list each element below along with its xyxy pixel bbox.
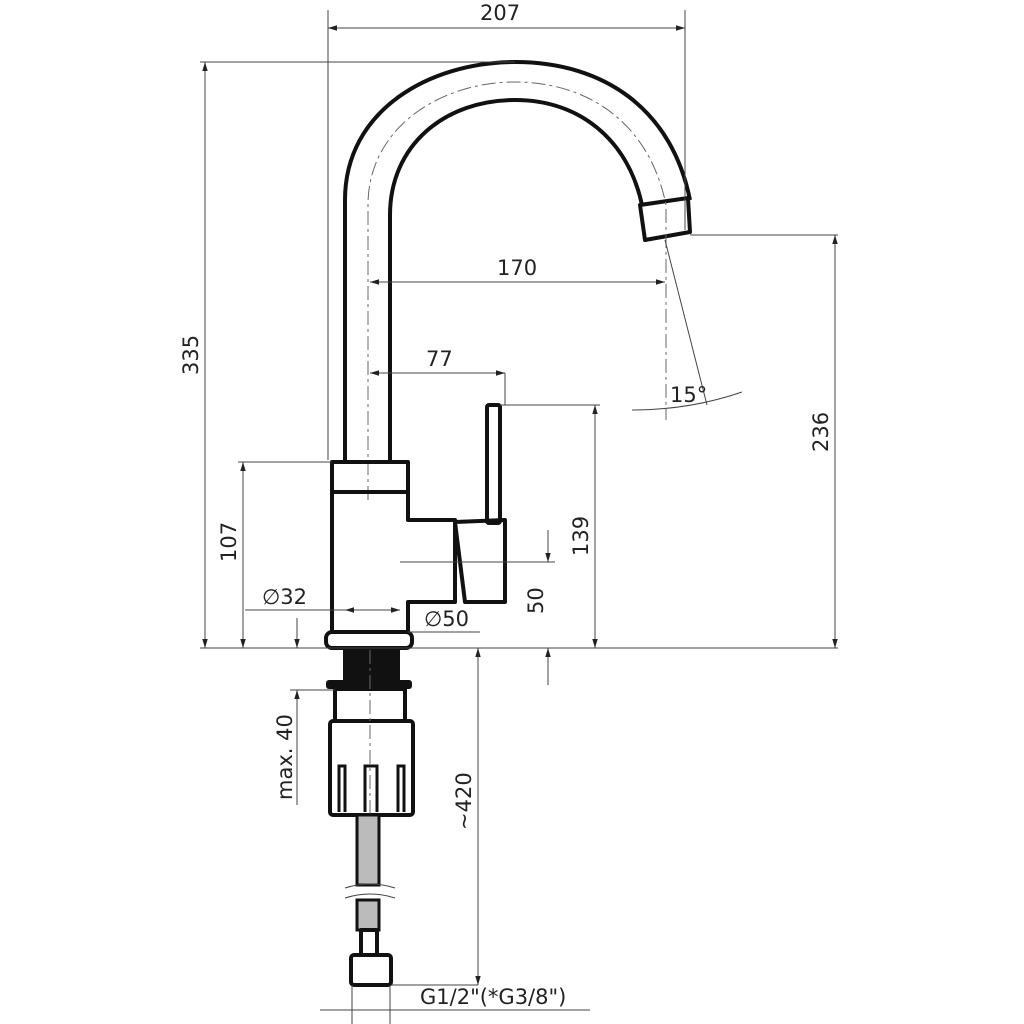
dim-body-height: 107 — [217, 522, 241, 562]
dim-total-width: 207 — [480, 1, 520, 25]
spout-inner — [388, 98, 644, 462]
nut-slots — [337, 764, 406, 812]
dim-spout-reach: 170 — [497, 256, 537, 280]
spout-nozzle — [638, 196, 692, 242]
spout-centerline — [367, 81, 667, 500]
dim-hose-length: ~420 — [452, 772, 476, 830]
lever-handle — [485, 403, 502, 525]
mounting-flange — [326, 680, 412, 689]
base-collar — [324, 630, 414, 650]
hex-nut — [349, 953, 393, 987]
body-collar — [330, 460, 410, 494]
hose-fitting — [359, 928, 379, 957]
mounting-thread — [343, 648, 400, 682]
body-main — [330, 492, 457, 632]
dim-connection-thread: G1/2"(*G3/8") — [420, 985, 566, 1009]
dim-max-counter-thickness: max. 40 — [273, 714, 297, 800]
dim-base-diameter: ∅32 — [262, 585, 307, 609]
dimension-lines — [200, 10, 838, 1024]
dim-spout-height: 236 — [809, 412, 833, 452]
hose-break-symbol — [344, 883, 396, 899]
cartridge — [453, 518, 507, 604]
dim-cartridge-diameter: ∅50 — [424, 607, 469, 631]
braided-hose-lower — [355, 898, 381, 932]
faucet-body — [324, 60, 692, 987]
braided-hose — [355, 813, 381, 887]
dim-lever-offset: 77 — [426, 347, 453, 371]
dim-cartridge-height: 50 — [524, 587, 548, 614]
dim-swivel-angle: 15° — [670, 383, 707, 407]
dim-lever-height: 139 — [569, 516, 593, 556]
mounting-nut — [328, 719, 415, 817]
dim-total-height: 335 — [179, 335, 203, 375]
